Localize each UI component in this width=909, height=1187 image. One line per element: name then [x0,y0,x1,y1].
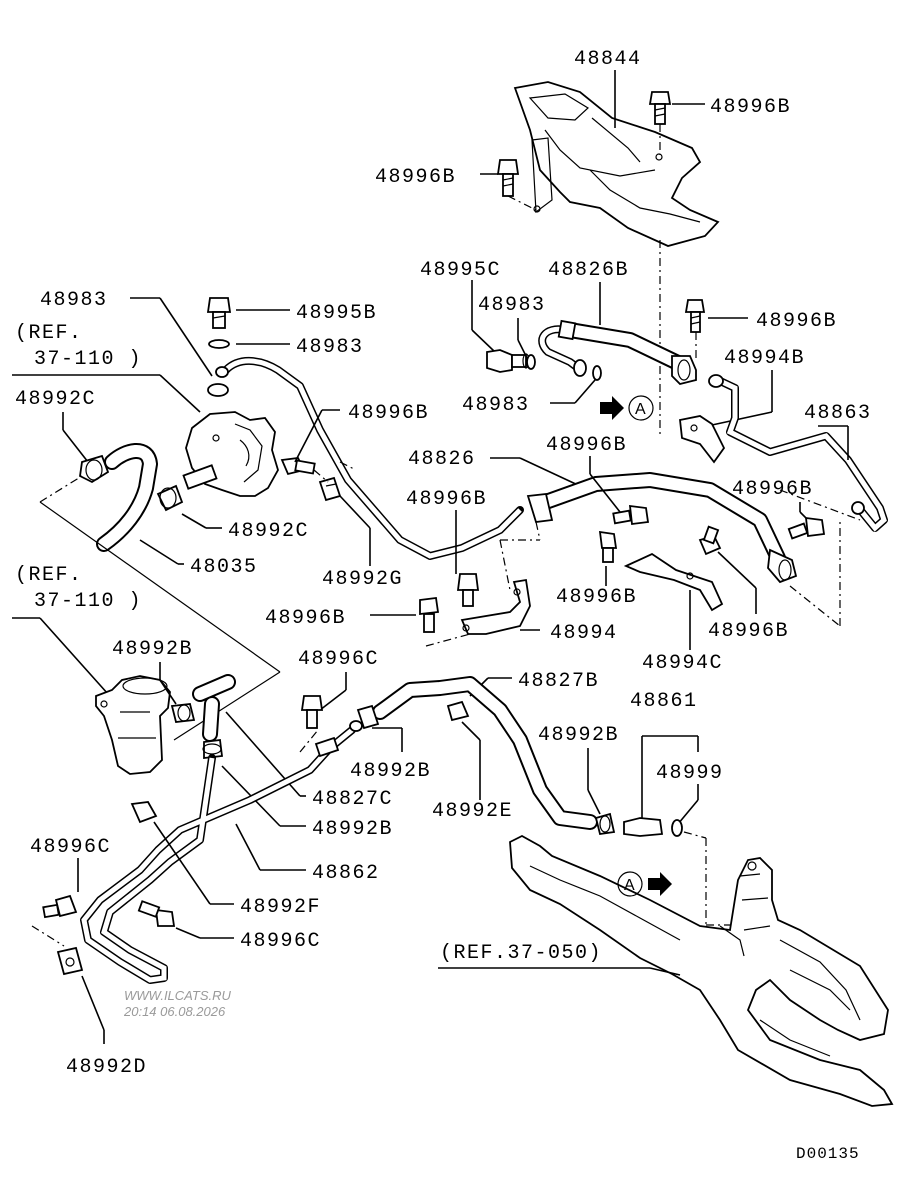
clip-48992F [130,801,158,824]
bolt-48996C-bottom [137,900,176,927]
label-48992F: 48992F [240,896,321,919]
banjo-bolt-48995B [206,297,232,329]
bolt-48996B-center [280,457,316,476]
clamp-48992B-low [202,738,224,760]
label-48996B-left: 48996B [265,607,346,630]
label-48994B: 48994B [724,347,805,370]
label-48996B-top: 48996B [710,96,791,119]
label-48996C-bottom: 48996C [240,930,321,953]
callout-a-top: A [635,401,646,418]
label-48995C: 48995C [420,259,501,282]
label-48827B: 48827B [518,670,599,693]
ref-reservoir-line2: 37-110 ) [34,590,142,613]
label-48983-left: 48983 [40,289,108,312]
hose-48035 [96,443,158,552]
label-48983-mid: 48983 [478,294,546,317]
label-48992B-low: 48992B [312,818,393,841]
label-48826: 48826 [408,448,476,471]
steering-gear [509,834,894,1107]
bolt-48996B-right3 [698,525,722,556]
label-48035: 48035 [190,556,258,579]
label-48996B-left-top: 48996B [375,166,456,189]
label-48996B-right3: 48996B [708,620,789,643]
clamp-48992C-top [79,454,110,484]
label-48994: 48994 [550,622,618,645]
label-48992C-bottom: 48992C [228,520,309,543]
label-48983-lower: 48983 [462,394,530,417]
heat-shield-48844 [513,81,720,247]
clip-48992G [318,476,342,502]
clamp-48992B-right [594,812,616,836]
label-48996B-right2: 48996B [732,478,813,501]
bracket-48994B [679,415,726,464]
arrow-icon [600,396,624,420]
label-48983-ring: 48983 [296,336,364,359]
ref-pump-line2: 37-110 ) [34,348,142,371]
label-48996B-center: 48996B [348,402,429,425]
power-steering-pump [182,411,279,497]
pipe-48862 [80,720,363,984]
o-ring-48999 [671,819,683,837]
banjo-bolt-48995C [486,349,530,373]
label-48996B-right1: 48996B [756,310,837,333]
label-48992B-right: 48992B [538,724,619,747]
bolt-48996C-left [42,894,78,919]
label-48826B: 48826B [548,259,629,282]
label-48992G: 48992G [322,568,403,591]
label-48861: 48861 [630,690,698,713]
bolt-48996B-center2 [612,504,650,526]
bolt-48996B-left [419,596,440,633]
label-48827C: 48827C [312,788,393,811]
bolt-48996C-top [300,695,324,729]
bolt-48996B-left-top [496,159,520,197]
label-48844: 48844 [574,48,642,71]
label-48999: 48999 [656,762,724,785]
bracket-48994 [460,578,531,635]
callout-a-lower: A [624,877,635,894]
hose-48826B [538,319,697,385]
label-48862: 48862 [312,862,380,885]
pipe-48863 [708,374,888,532]
bracket-48994C [623,552,724,612]
label-48992B-mid: 48992B [350,760,431,783]
ref-pump-line1: (REF. [15,322,83,345]
clamp-48992C-bottom [156,484,184,512]
bolt-48996B-top [648,91,672,125]
label-48992E: 48992E [432,800,513,823]
label-48996B-center2: 48996B [546,434,627,457]
clamp-48992B-top [170,703,196,723]
label-48992B-top: 48992B [112,638,193,661]
label-48863: 48863 [804,402,872,425]
clamp-48992B-right-top [356,704,380,730]
bolt-48996B-right2 [787,516,826,540]
ref-reservoir-line1: (REF. [15,564,83,587]
hose-48826 [526,472,798,584]
ref-gear: (REF.37-050) [440,942,602,965]
bolt-48996B-right1 [684,299,706,333]
reservoir-tank [95,675,171,775]
callout-circle-icon [628,395,654,421]
label-48992D: 48992D [66,1056,147,1079]
hose-48827C [192,674,236,742]
label-48996B-low: 48996B [556,586,637,609]
label-48996B-mid: 48996B [406,488,487,511]
bracket-48992D [56,946,84,976]
arrow-lower-icon [648,872,672,896]
union-48861 [623,817,664,837]
bolt-48996B-low [598,530,618,563]
label-48992C-top: 48992C [15,388,96,411]
label-48996C-top: 48996C [298,648,379,671]
callout-circle-lower-icon [617,871,643,897]
diagram-code: D00135 [796,1145,860,1163]
label-48995B: 48995B [296,302,377,325]
clip-48992E [446,700,470,722]
label-48996C-left: 48996C [30,836,111,859]
hose-48827B [372,676,598,830]
label-48994C: 48994C [642,652,723,675]
watermark-line1: WWW.ILCATS.RU [124,988,231,1003]
watermark-line2: 20:14 06.08.2026 [123,1004,226,1019]
bolt-48996B-mid [456,573,480,607]
